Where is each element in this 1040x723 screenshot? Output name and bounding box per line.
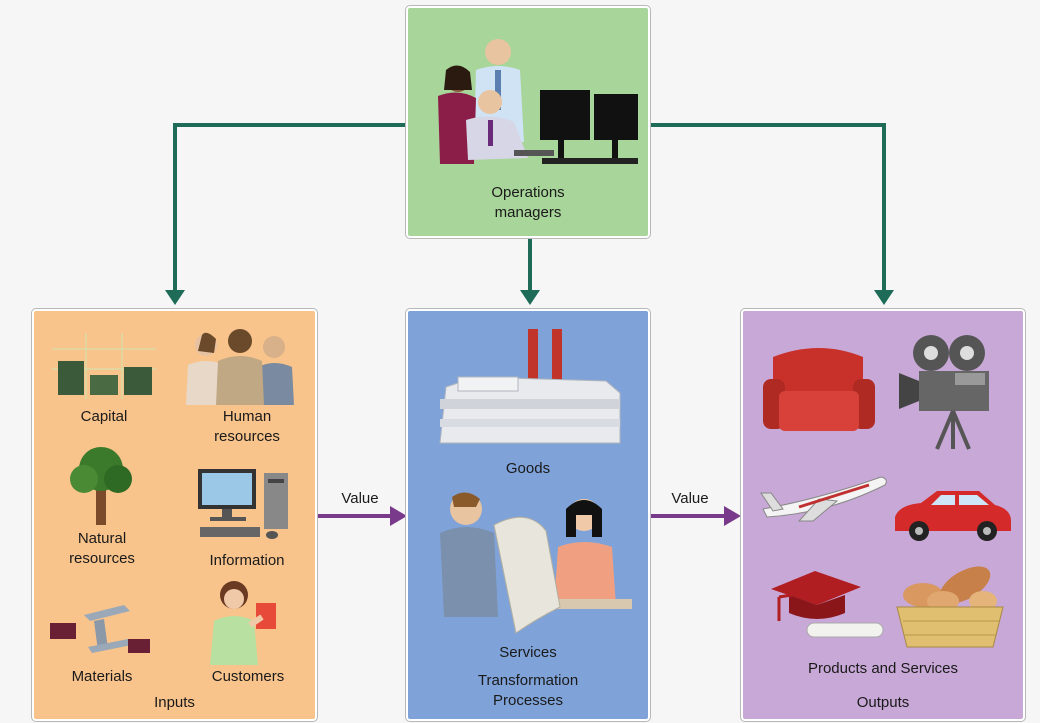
materials-label: Materials — [71, 668, 133, 685]
inputs-box: Capital Human resources Natural resource… — [32, 309, 317, 721]
control-arrows — [165, 123, 894, 305]
managers-label: Operations managers — [491, 184, 565, 221]
customers-label: Customers — [211, 668, 285, 685]
movie-camera-icon — [899, 335, 989, 450]
inputs-title: Inputs — [154, 694, 195, 711]
bread-basket-icon — [896, 566, 1004, 648]
armchair-icon — [763, 348, 875, 431]
steel-beam-icon — [50, 605, 150, 653]
arrow-head-outputs — [874, 290, 894, 305]
people-group-icon — [186, 329, 294, 405]
arrow-to-inputs — [173, 123, 406, 292]
tree-icon — [70, 447, 132, 525]
goods-label: Goods — [505, 460, 551, 477]
value-label-right: Value — [671, 490, 709, 507]
money-stacks-icon — [52, 333, 156, 399]
airplane-icon — [760, 476, 887, 522]
factory-icon — [439, 329, 621, 444]
value-label-left: Value — [341, 490, 379, 507]
information-label: Information — [209, 552, 285, 569]
computer-icon — [198, 469, 288, 539]
car-icon — [895, 491, 1011, 541]
customer-woman-icon — [210, 581, 276, 665]
natural-resources-label: Natural resources — [69, 530, 135, 567]
arrow-to-outputs — [650, 123, 886, 292]
service-people-icon — [440, 492, 632, 634]
arrow-head-process — [520, 290, 540, 305]
office-workers-at-computer-icon — [438, 39, 638, 164]
human-resources-label: Human resources — [214, 408, 280, 445]
graduation-cap-icon — [771, 571, 884, 638]
value-arrows — [317, 506, 741, 526]
transformation-box: Goods Services Transformation Processes — [406, 309, 650, 721]
arrow-head-inputs — [165, 290, 185, 305]
services-label: Services — [499, 644, 557, 661]
products-services-label: Products and Services — [807, 660, 959, 677]
outputs-box: Products and Services Outputs — [741, 309, 1025, 721]
operations-managers-box: Operations managers — [406, 6, 650, 238]
outputs-title: Outputs — [856, 694, 910, 711]
transformation-title: Transformation Processes — [477, 672, 579, 709]
capital-label: Capital — [80, 408, 128, 425]
